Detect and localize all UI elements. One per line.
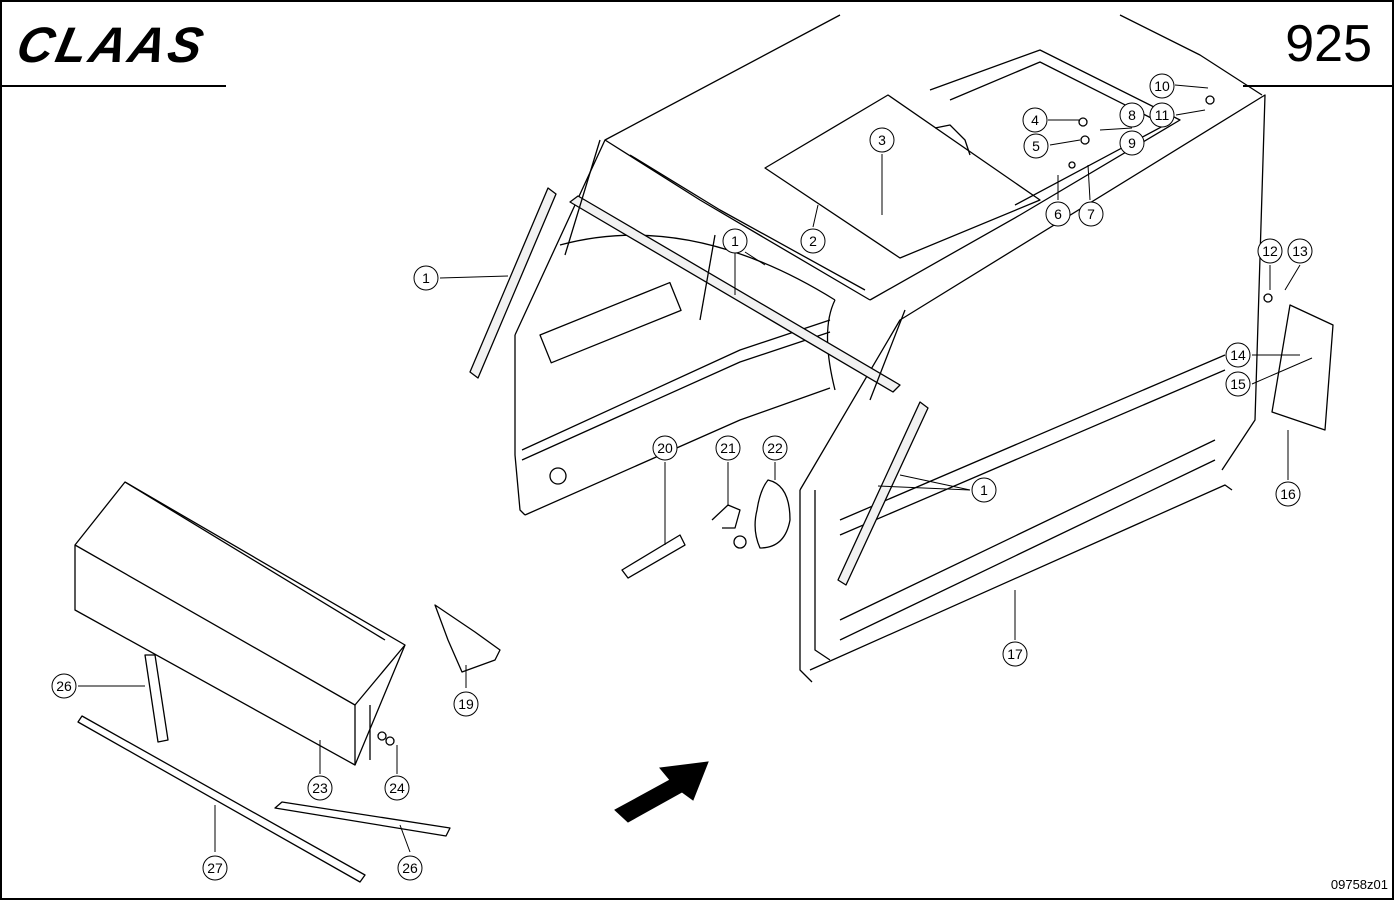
washer-12 xyxy=(1263,293,1273,303)
callout-15: 15 xyxy=(1225,371,1251,397)
callout-20: 20 xyxy=(652,435,678,461)
callout-label: 15 xyxy=(1230,376,1246,392)
callout-5: 5 xyxy=(1023,133,1049,159)
callout-label: 17 xyxy=(1007,646,1023,662)
callout-17: 17 xyxy=(1002,641,1028,667)
callout-2: 2 xyxy=(800,228,826,254)
callout-label: 6 xyxy=(1054,206,1062,222)
callout-label: 21 xyxy=(720,440,736,456)
gas-strut-lower xyxy=(274,801,451,837)
callout-label: 1 xyxy=(980,482,988,498)
seal-strip-left xyxy=(469,187,557,379)
clip-nut xyxy=(733,535,747,549)
callout-label: 3 xyxy=(878,132,886,148)
callout-4: 4 xyxy=(1022,107,1048,133)
callout-13: 13 xyxy=(1287,238,1313,264)
fastener-24b xyxy=(385,736,395,746)
callout-16: 16 xyxy=(1275,481,1301,507)
callout-label: 26 xyxy=(402,860,418,876)
upper-panel-frame xyxy=(869,49,1181,301)
washer-11 xyxy=(1205,95,1215,105)
callout-9: 9 xyxy=(1119,130,1145,156)
callout-26-upper: 26 xyxy=(51,673,77,699)
center-post xyxy=(699,234,716,321)
bolt-6 xyxy=(1068,161,1076,169)
left-post xyxy=(564,139,601,256)
callout-label: 12 xyxy=(1262,243,1278,259)
sheet-number: 925 xyxy=(1285,15,1372,73)
callout-1-right: 1 xyxy=(971,477,997,503)
gas-strut-vertical xyxy=(144,654,169,743)
callout-19: 19 xyxy=(453,691,479,717)
callout-label: 7 xyxy=(1087,206,1095,222)
hood-housing-rear xyxy=(514,14,1263,516)
callout-label: 10 xyxy=(1154,78,1170,94)
callout-group: 1 1 1 2 3 4 5 6 7 8 9 10 11 12 13 14 15 … xyxy=(51,73,1313,881)
callout-label: 14 xyxy=(1230,347,1246,363)
callout-10: 10 xyxy=(1149,73,1175,99)
callout-21: 21 xyxy=(715,435,741,461)
callout-label: 11 xyxy=(1155,107,1170,123)
callout-label: 23 xyxy=(312,780,328,796)
access-cover xyxy=(764,94,1041,259)
washer-5 xyxy=(1080,135,1090,145)
callout-label: 9 xyxy=(1128,135,1136,151)
cover-flap xyxy=(1271,304,1334,431)
callout-label: 2 xyxy=(809,233,817,249)
callout-label: 4 xyxy=(1031,112,1039,128)
hood-bracket xyxy=(434,604,501,673)
callout-12: 12 xyxy=(1257,238,1283,264)
callout-3: 3 xyxy=(869,127,895,153)
front-hood xyxy=(74,481,406,766)
callout-14: 14 xyxy=(1225,342,1251,368)
screw-4 xyxy=(1078,117,1088,127)
callout-label: 22 xyxy=(767,440,783,456)
callout-27: 27 xyxy=(202,855,228,881)
callout-24: 24 xyxy=(384,775,410,801)
callout-label: 1 xyxy=(422,270,430,286)
leader-lines xyxy=(78,84,1313,853)
mounting-strip xyxy=(77,715,366,883)
callout-22: 22 xyxy=(762,435,788,461)
callout-6: 6 xyxy=(1045,201,1071,227)
callout-label: 20 xyxy=(657,440,673,456)
callout-label: 5 xyxy=(1032,138,1040,154)
callout-label: 1 xyxy=(731,233,739,249)
callout-label: 8 xyxy=(1128,107,1136,123)
callout-label: 13 xyxy=(1292,243,1308,259)
callout-label: 16 xyxy=(1280,486,1296,502)
callout-23: 23 xyxy=(307,775,333,801)
callout-label: 26 xyxy=(56,678,72,694)
callout-1-left: 1 xyxy=(413,265,439,291)
callout-26-lower: 26 xyxy=(397,855,423,881)
right-post xyxy=(869,309,906,401)
side-panel-right xyxy=(799,94,1266,683)
figure-code: 09758z01 xyxy=(1330,877,1388,892)
callout-11: 11 xyxy=(1149,102,1175,128)
rail-bracket xyxy=(621,534,686,579)
callout-1-center: 1 xyxy=(722,228,748,254)
clip-bracket xyxy=(711,504,741,529)
travel-direction-arrow-icon xyxy=(614,761,709,823)
callout-label: 19 xyxy=(458,696,474,712)
seal-strip-right xyxy=(837,401,929,586)
callout-label: 24 xyxy=(389,780,405,796)
fastener-24a xyxy=(377,731,387,741)
callout-7: 7 xyxy=(1078,201,1104,227)
callout-label: 27 xyxy=(207,860,223,876)
rubber-cover xyxy=(754,479,791,549)
callout-8: 8 xyxy=(1119,102,1145,128)
